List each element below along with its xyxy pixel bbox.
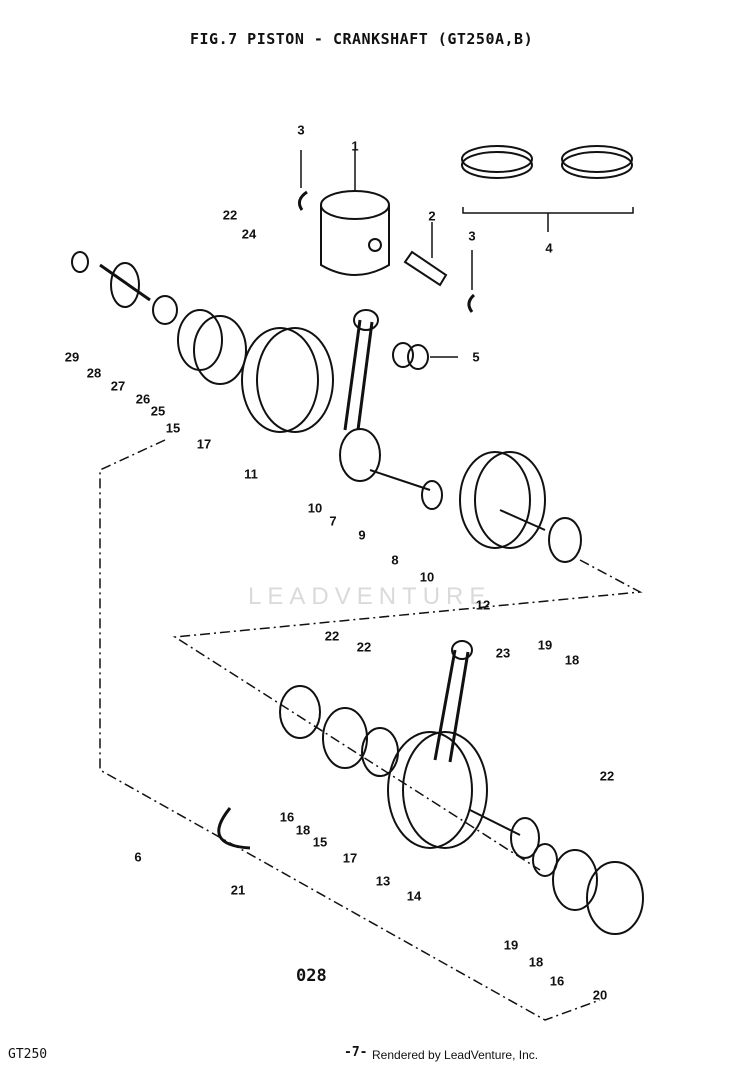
footer-rendered-by: Rendered by LeadVenture, Inc. <box>372 1048 539 1062</box>
callout-label: 14 <box>406 888 422 904</box>
callout-label: 29 <box>64 349 80 365</box>
callout-label: 22 <box>356 639 372 655</box>
callout-label: 15 <box>165 420 181 436</box>
callout-label: 24 <box>241 226 257 242</box>
callout-label: 19 <box>503 937 519 953</box>
callout-label: 13 <box>375 873 391 889</box>
callout-label: 18 <box>528 954 544 970</box>
callout-label: 25 <box>150 403 166 419</box>
callout-label: 22 <box>599 768 615 784</box>
callout-label: 12 <box>475 597 491 613</box>
callout-label: 21 <box>230 882 246 898</box>
piston <box>320 150 390 276</box>
callout-label: 17 <box>342 850 358 866</box>
leadventure-watermark: LEADVENTURE <box>248 583 492 610</box>
piston-pin <box>403 222 448 287</box>
reference-lines <box>99 439 643 1021</box>
callout-label: 26 <box>135 391 151 407</box>
callout-label: 11 <box>244 466 258 482</box>
callout-label: 3 <box>468 228 476 244</box>
crankshaft-assembly-lower <box>217 640 644 935</box>
callout-label: 8 <box>391 552 399 568</box>
callout-label: 16 <box>549 973 565 989</box>
callout-label: 6 <box>134 849 142 865</box>
callout-label: 2 <box>428 208 436 224</box>
circlip <box>467 293 476 313</box>
callout-label: 18 <box>564 652 580 668</box>
callout-label: 27 <box>110 378 126 394</box>
callout-label: 19 <box>537 637 553 653</box>
circlip <box>297 190 308 211</box>
callout-label: 15 <box>312 834 328 850</box>
lower-circlip <box>217 807 251 850</box>
piston-rings <box>461 145 634 232</box>
callout-label: 28 <box>86 365 102 381</box>
footer-model: GT250 <box>8 1047 48 1062</box>
callout-label: 1 <box>351 138 359 154</box>
callout-label: 3 <box>297 122 305 138</box>
callout-label: 5 <box>472 349 480 365</box>
callout-label: 7 <box>329 513 337 529</box>
drawing-code: 028 <box>296 966 327 986</box>
callout-label: 20 <box>592 987 608 1003</box>
callout-label: 16 <box>279 809 295 825</box>
crankshaft-assembly-upper <box>71 251 582 563</box>
callout-label: 10 <box>307 500 323 516</box>
callout-label: 22 <box>222 207 238 223</box>
figure-title: FIG.7 PISTON - CRANKSHAFT (GT250A,B) <box>190 30 534 48</box>
callout-label: 18 <box>295 822 311 838</box>
callout-label: 17 <box>196 436 212 452</box>
callout-label: 10 <box>419 569 435 585</box>
callout-label: 23 <box>495 645 511 661</box>
callout-label: 9 <box>358 527 366 543</box>
callout-label: 22 <box>324 628 340 644</box>
callout-label: 4 <box>545 240 553 256</box>
needle-bearing <box>392 342 458 370</box>
footer-page-number: -7- <box>344 1045 368 1060</box>
